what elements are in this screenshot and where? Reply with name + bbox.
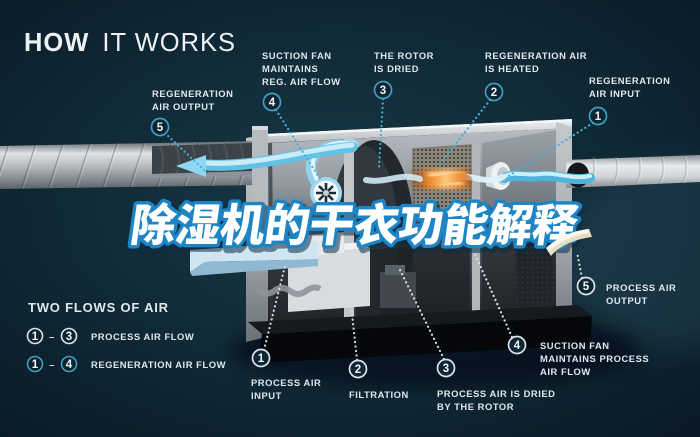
svg-text:BY THE ROTOR: BY THE ROTOR xyxy=(437,401,514,412)
svg-text:REG. AIR FLOW: REG. AIR FLOW xyxy=(262,76,341,87)
svg-text:HOW IT WORKS: HOW IT WORKS xyxy=(24,29,236,57)
svg-text:OUTPUT: OUTPUT xyxy=(606,295,648,306)
svg-text:4: 4 xyxy=(269,97,276,109)
svg-text:MAINTAINS: MAINTAINS xyxy=(262,63,318,74)
svg-text:FILTRATION: FILTRATION xyxy=(349,389,409,400)
svg-text:1: 1 xyxy=(595,111,602,123)
svg-text:3: 3 xyxy=(380,85,386,97)
svg-text:PROCESS AIR: PROCESS AIR xyxy=(251,377,321,388)
svg-text:1: 1 xyxy=(258,353,265,365)
svg-text:3: 3 xyxy=(443,363,449,375)
svg-text:2: 2 xyxy=(355,364,361,376)
svg-text:REGENERATION: REGENERATION xyxy=(152,88,233,99)
svg-text:REGENERATION AIR FLOW: REGENERATION AIR FLOW xyxy=(91,359,226,370)
svg-text:–: – xyxy=(49,359,55,370)
svg-text:REGENERATION: REGENERATION xyxy=(589,75,670,86)
svg-text:1: 1 xyxy=(32,331,39,343)
svg-text:PROCESS AIR IS DRIED: PROCESS AIR IS DRIED xyxy=(437,388,555,399)
svg-text:5: 5 xyxy=(157,122,164,134)
svg-text:MAINTAINS PROCESS: MAINTAINS PROCESS xyxy=(540,353,649,364)
svg-text:IS HEATED: IS HEATED xyxy=(485,63,539,74)
svg-text:5: 5 xyxy=(583,281,590,293)
svg-text:IS DRIED: IS DRIED xyxy=(374,63,419,74)
svg-text:SUCTION FAN: SUCTION FAN xyxy=(540,340,610,351)
svg-text:INPUT: INPUT xyxy=(251,390,282,401)
svg-text:TWO FLOWS OF AIR: TWO FLOWS OF AIR xyxy=(28,300,169,315)
svg-text:1: 1 xyxy=(32,359,39,371)
svg-text:AIR OUTPUT: AIR OUTPUT xyxy=(152,101,215,112)
svg-text:SUCTION FAN: SUCTION FAN xyxy=(262,50,332,61)
svg-text:–: – xyxy=(49,331,55,342)
svg-text:AIR INPUT: AIR INPUT xyxy=(589,88,641,99)
svg-text:THE ROTOR: THE ROTOR xyxy=(374,50,434,61)
svg-text:REGENERATION AIR: REGENERATION AIR xyxy=(485,50,587,61)
svg-text:4: 4 xyxy=(514,340,521,352)
svg-text:3: 3 xyxy=(66,331,72,343)
svg-text:4: 4 xyxy=(66,359,73,371)
svg-text:2: 2 xyxy=(491,87,497,99)
svg-text:PROCESS AIR FLOW: PROCESS AIR FLOW xyxy=(91,331,194,342)
svg-text:AIR FLOW: AIR FLOW xyxy=(540,366,591,377)
svg-text:PROCESS AIR: PROCESS AIR xyxy=(606,282,676,293)
